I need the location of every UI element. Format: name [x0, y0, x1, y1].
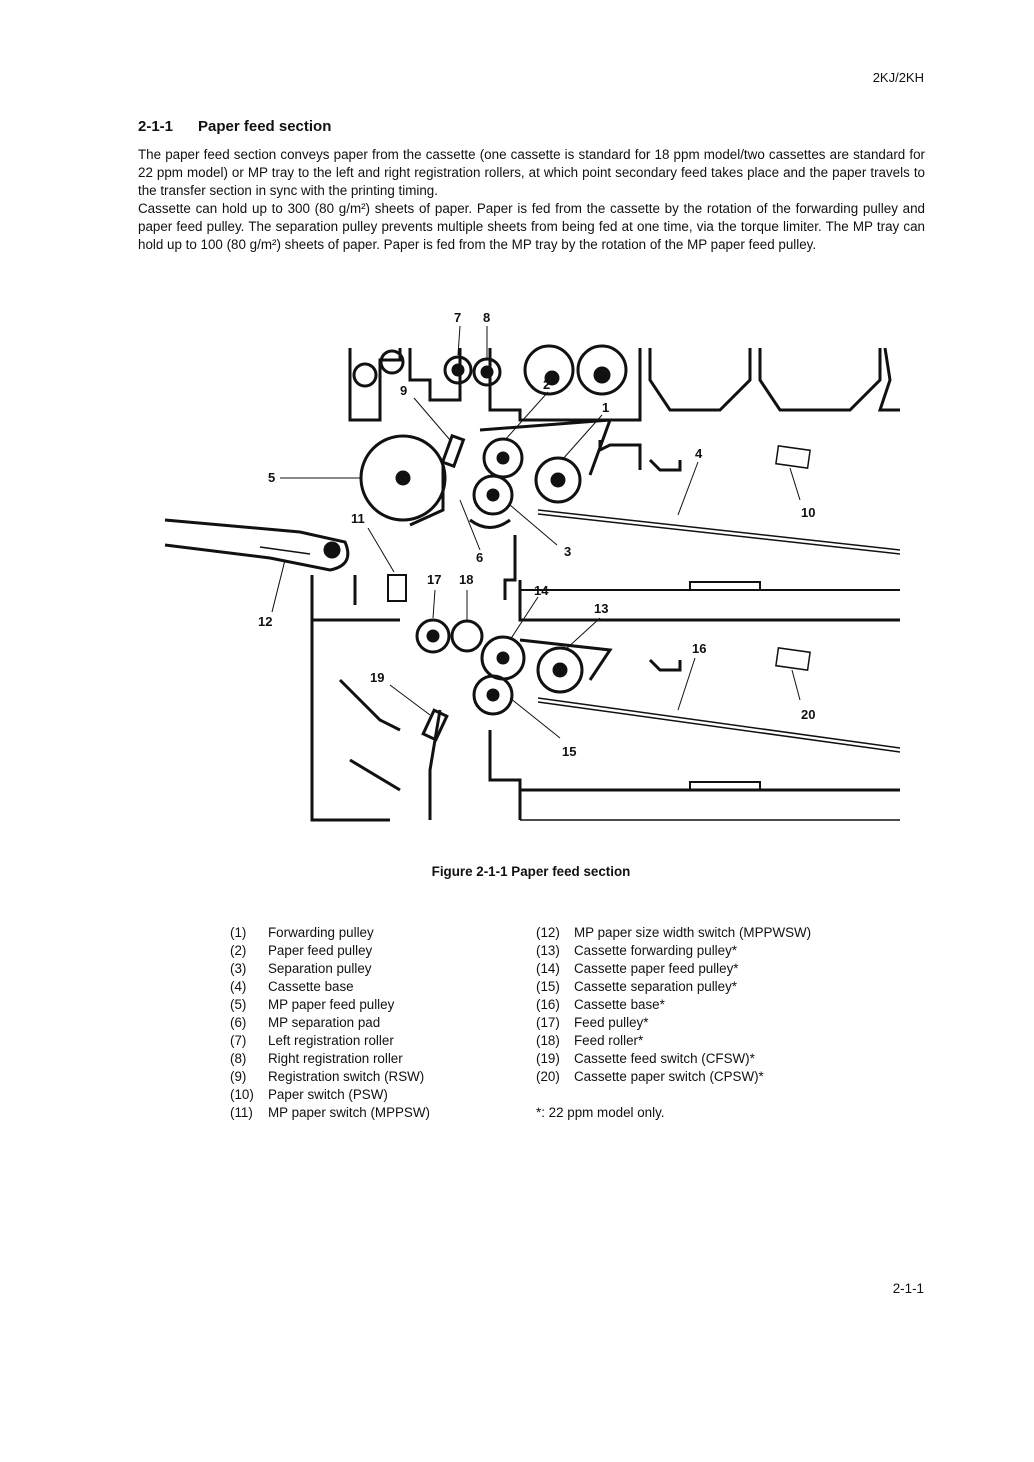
legend-label: Cassette separation pulley* [574, 979, 738, 994]
legend-item: (13) Cassette forwarding pulley* [536, 942, 811, 960]
body-text: The paper feed section conveys paper fro… [138, 146, 925, 254]
section-heading: 2-1-1 Paper feed section [138, 118, 331, 135]
legend-number: (2) [230, 943, 247, 958]
legend-label: MP separation pad [268, 1015, 381, 1030]
legend-number: (4) [230, 979, 247, 994]
legend-number: (17) [536, 1015, 560, 1030]
legend-column-1: (1) Forwarding pulley (2) Paper feed pulle… [230, 924, 430, 1122]
callout-19: 19 [370, 670, 384, 685]
legend-number: (5) [230, 997, 247, 1012]
legend-item: (2) Paper feed pulley [230, 942, 430, 960]
legend-number: (8) [230, 1051, 247, 1066]
paragraph: Cassette can hold up to 300 (80 g/m²) sh… [138, 201, 925, 252]
legend-item: (9) Registration switch (RSW) [230, 1068, 430, 1086]
paragraph: The paper feed section conveys paper fro… [138, 147, 925, 198]
callout-13: 13 [594, 601, 608, 616]
legend-item: (4) Cassette base [230, 978, 430, 996]
legend-number: (7) [230, 1033, 247, 1048]
legend-number: (10) [230, 1087, 254, 1102]
legend-number: (15) [536, 979, 560, 994]
legend-number: (1) [230, 925, 247, 940]
legend-item: (6) MP separation pad [230, 1014, 430, 1032]
legend-number: (19) [536, 1051, 560, 1066]
callout-6: 6 [476, 550, 483, 565]
callout-4: 4 [695, 446, 703, 461]
legend-item: (1) Forwarding pulley [230, 924, 430, 942]
legend-number: (9) [230, 1069, 247, 1084]
callout-2: 2 [543, 377, 550, 392]
legend-label: Cassette feed switch (CFSW)* [574, 1051, 755, 1066]
legend-number: (16) [536, 997, 560, 1012]
legend-label: Cassette base [268, 979, 354, 994]
callout-5: 5 [268, 470, 275, 485]
legend-item: (10) Paper switch (PSW) [230, 1086, 430, 1104]
callout-18: 18 [459, 572, 473, 587]
callout-17: 17 [427, 572, 441, 587]
legend-number: (12) [536, 925, 560, 940]
callout-3: 3 [564, 544, 571, 559]
section-number: 2-1-1 [138, 118, 174, 135]
legend-label: MP paper feed pulley [268, 997, 395, 1012]
legend-label: Forwarding pulley [268, 925, 374, 940]
callout-7: 7 [454, 310, 461, 325]
legend-label: Feed roller* [574, 1033, 644, 1048]
legend-label: MP paper switch (MPPSW) [268, 1105, 430, 1120]
legend-item: (12) MP paper size width switch (MPPWSW) [536, 924, 811, 942]
callout-14: 14 [534, 583, 549, 598]
legend-note: *: 22 ppm model only. [536, 1105, 665, 1120]
legend-label: Separation pulley [268, 961, 372, 976]
legend-item: (17) Feed pulley* [536, 1014, 811, 1032]
legend-label: Cassette forwarding pulley* [574, 943, 738, 958]
callout-16: 16 [692, 641, 706, 656]
legend-label: Registration switch (RSW) [268, 1069, 425, 1084]
legend-item: (20) Cassette paper switch (CPSW)* [536, 1068, 811, 1086]
callout-9: 9 [400, 383, 407, 398]
legend-number: (3) [230, 961, 247, 976]
legend-number: (13) [536, 943, 560, 958]
legend-column-2: (12)MP paper size width switch (MPPWSW) … [536, 924, 811, 1122]
legend-label: Cassette paper feed pulley* [574, 961, 739, 976]
legend-number: (6) [230, 1015, 247, 1030]
legend-item: (18) Feed roller* [536, 1032, 811, 1050]
legend-number: (20) [536, 1069, 560, 1084]
callout-12: 12 [258, 614, 272, 629]
callout-8: 8 [483, 310, 490, 325]
callout-1: 1 [602, 400, 609, 415]
legend-label: Feed pulley* [574, 1015, 649, 1030]
callout-11: 11 [351, 511, 365, 526]
figure-caption: Figure 2-1-1 Paper feed section [431, 864, 631, 879]
legend-item: (11) MP paper switch (MPPSW) [230, 1104, 430, 1122]
legend-item: (14) Cassette paper feed pulley* [536, 960, 811, 978]
legend-item: (7) Left registration roller [230, 1032, 430, 1050]
legend-label: Cassette paper switch (CPSW)* [574, 1069, 764, 1084]
page-number: 2-1-1 [892, 1281, 924, 1296]
legend-number: (11) [230, 1105, 253, 1120]
paper-feed-diagram: 1 2 3 4 5 6 7 8 9 10 11 12 13 14 15 16 1… [160, 300, 901, 830]
callout-10: 10 [801, 505, 815, 520]
legend-item: (5) MP paper feed pulley [230, 996, 430, 1014]
legend-label: Right registration roller [268, 1051, 403, 1066]
legend-item: (15) Cassette separation pulley* [536, 978, 811, 996]
model-code: 2KJ/2KH [872, 70, 924, 85]
legend-number: (14) [536, 961, 560, 976]
legend-item: (16) Cassette base* [536, 996, 811, 1014]
legend-label: MP paper size width switch (MPPWSW) [574, 925, 812, 940]
legend-item: (8) Right registration roller [230, 1050, 430, 1068]
legend-label: Left registration roller [268, 1033, 394, 1048]
legend-label: Cassette base* [574, 997, 665, 1012]
legend-label: Paper feed pulley [268, 943, 373, 958]
callout-15: 15 [562, 744, 576, 759]
legend-number: (18) [536, 1033, 560, 1048]
section-title: Paper feed section [198, 118, 332, 135]
callout-20: 20 [801, 707, 815, 722]
legend-item: (19) Cassette feed switch (CFSW)* [536, 1050, 811, 1068]
legend-item: (3) Separation pulley [230, 960, 430, 978]
legend-label: Paper switch (PSW) [268, 1087, 388, 1102]
